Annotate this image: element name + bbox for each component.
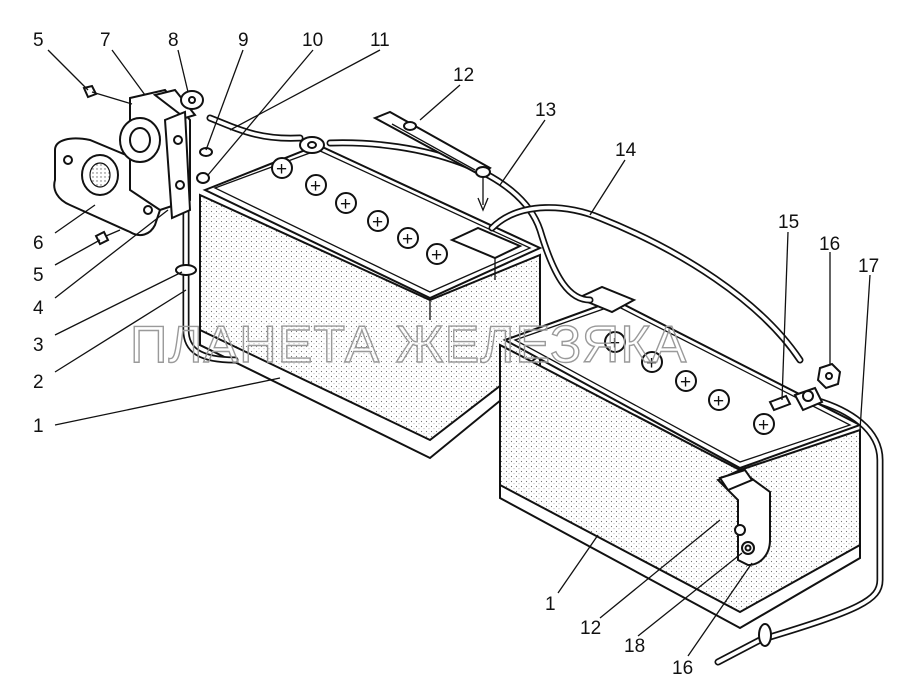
cap-plus-label: + <box>276 159 287 180</box>
callout-9: 9 <box>238 30 249 51</box>
terminal-clamps <box>299 136 824 412</box>
callout-14: 14 <box>615 140 637 161</box>
callout-3: 3 <box>33 335 44 356</box>
cap-plus-label: + <box>310 176 321 197</box>
callout-5: 5 <box>33 30 44 51</box>
callout-1: 1 <box>33 416 44 437</box>
battery-left-caps: + + + + + + <box>271 157 448 266</box>
cap-plus-label: + <box>431 245 442 266</box>
callout-13: 13 <box>535 100 556 121</box>
callout-6: 6 <box>33 233 44 254</box>
callout-16b: 16 <box>672 658 693 679</box>
callout-numbers: 5 7 8 9 10 11 12 13 14 6 5 4 3 2 1 15 16… <box>33 30 879 679</box>
nut-16 <box>816 362 842 390</box>
leader-lines <box>47 49 871 657</box>
cap-plus-label: + <box>758 415 769 436</box>
callout-11: 11 <box>370 30 390 51</box>
callout-12b: 12 <box>580 618 601 639</box>
callout-15: 15 <box>778 212 799 233</box>
callout-17: 17 <box>858 256 879 277</box>
callout-5b: 5 <box>33 265 44 286</box>
cap-plus-label: + <box>713 391 724 412</box>
hold-down-bracket-right <box>716 468 771 567</box>
cap-plus-label: + <box>609 333 620 354</box>
callout-8: 8 <box>168 30 179 51</box>
callout-1b: 1 <box>545 594 556 615</box>
callout-16: 16 <box>819 234 840 255</box>
cap-plus-label: + <box>402 229 413 250</box>
battery-left <box>199 143 543 460</box>
callout-2: 2 <box>33 372 44 393</box>
callout-4: 4 <box>33 298 44 319</box>
watermark-text: ПЛАНЕТА ЖЕЛЕЗЯКА <box>130 316 687 374</box>
callout-18: 18 <box>624 636 645 657</box>
cap-plus-label: + <box>340 194 351 215</box>
cap-plus-label: + <box>372 212 383 233</box>
callout-12: 12 <box>453 65 474 86</box>
battery-right-caps: + + + + + <box>604 331 775 436</box>
hold-down-bracket-top <box>372 110 492 212</box>
cap-plus-label: + <box>680 372 691 393</box>
callout-10: 10 <box>302 30 323 51</box>
cap-plus-label: + <box>646 353 657 374</box>
ground-switch-assembly <box>53 84 213 246</box>
callout-7: 7 <box>100 30 111 51</box>
cables <box>175 114 884 666</box>
